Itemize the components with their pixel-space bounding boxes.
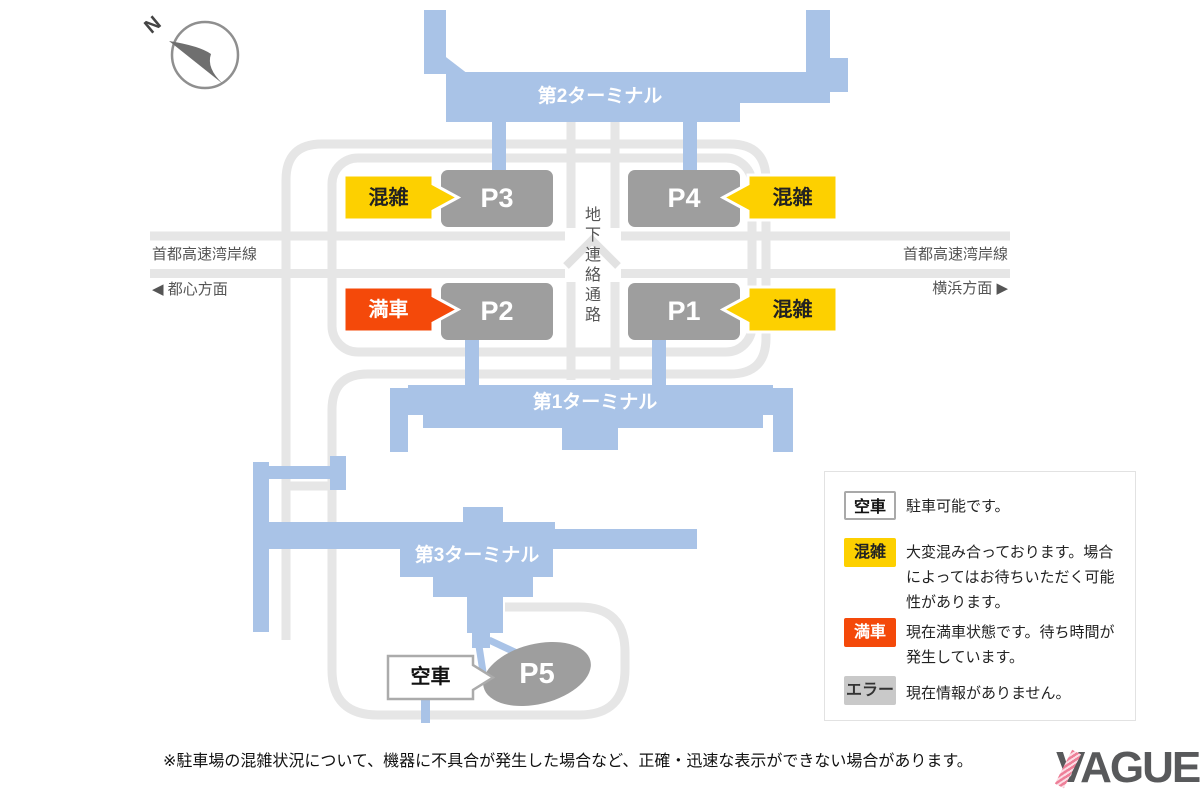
- status-tag-p5-label: 空車: [410, 666, 451, 688]
- parking-label-p1: P1: [667, 296, 701, 326]
- terminal1-label: 第1ターミナル: [532, 392, 658, 413]
- compass-needle: [169, 41, 223, 84]
- legend-desc-line: 大変混み合っております。場合: [906, 544, 1114, 561]
- connector-p2-t1: [465, 338, 479, 387]
- legend-desc-line: 現在情報がありません。: [906, 685, 1071, 702]
- road-network: [150, 122, 1010, 720]
- status-tag-p2-label: 満車: [368, 299, 409, 321]
- compass: [169, 20, 240, 90]
- legend-desc-line: 性があります。: [906, 594, 1010, 611]
- status-tag-p4-shape: [719, 173, 839, 222]
- expressway-name-right: 首都高速湾岸線: [902, 246, 1008, 263]
- parking-label-p5: P5: [519, 658, 555, 690]
- status-tag-p5-shape: [386, 654, 496, 701]
- legend-desc-crowded: 大変混み合っております。場合 によってはお待ちいただく可能 性があります。: [906, 540, 1121, 615]
- terminal2-label: 第2ターミナル: [537, 86, 663, 107]
- status-tag-p2-shape: [342, 285, 462, 334]
- parking-box-p4: [628, 170, 740, 227]
- terminal-connectors: [465, 120, 697, 387]
- road-inner-loop: [327, 153, 757, 357]
- expressway-name-left: 首都高速湾岸線: [152, 246, 258, 263]
- status-tag-p3-shape: [342, 173, 462, 222]
- connector-t2-p3: [492, 120, 506, 172]
- legend-desc-line: 発生しています。: [906, 649, 1025, 666]
- status-tag-p4-label: 混雑: [772, 187, 813, 209]
- parking-label-p3: P3: [480, 183, 514, 213]
- connector-t2-p4: [683, 120, 697, 172]
- terminal2-building: [424, 10, 848, 122]
- status-tag-p1-label: 混雑: [772, 299, 813, 321]
- legend-chip-error: エラー: [844, 676, 896, 705]
- legend-chip-available: 空車: [844, 491, 896, 520]
- road-outer-loop: [281, 139, 771, 640]
- legend-desc-line: 駐車可能です。: [906, 498, 1010, 515]
- legend-desc-line: によってはお待ちいただく可能: [906, 569, 1115, 586]
- terminal1-building: [390, 385, 793, 452]
- parking-box-p5: [483, 641, 591, 707]
- underground-corridor-label: 地下連絡通路: [582, 206, 599, 326]
- parking-box-p3: [441, 170, 553, 227]
- terminal3-building: [253, 507, 697, 673]
- status-tag-p3-label: 混雑: [368, 187, 409, 209]
- parking-label-p4: P4: [667, 183, 701, 213]
- legend-chip-crowded: 混雑: [844, 538, 896, 567]
- legend-desc-error: 現在情報がありません。: [906, 681, 1121, 706]
- terminal3-label: 第3ターミナル: [414, 545, 540, 566]
- legend-desc-available: 駐車可能です。: [906, 494, 1121, 519]
- disclaimer-footnote: ※駐車場の混雑状況について、機器に不具合が発生した場合など、正確・迅速な表示がで…: [163, 753, 973, 770]
- corridor-chevron: [563, 234, 621, 269]
- parking-box-p2: [441, 283, 553, 340]
- parking-box-p1: [628, 283, 740, 340]
- parking-label-p2: P2: [480, 296, 514, 326]
- p5-access-stub: [421, 699, 430, 723]
- legend-chip-full: 満車: [844, 618, 896, 647]
- parking-boxes: [441, 170, 740, 707]
- legend-panel: 空車 駐車可能です。 混雑 大変混み合っております。場合 によってはお待ちいただ…: [824, 471, 1136, 721]
- road-p5-loop: [327, 580, 630, 720]
- direction-yokohama: 横浜方面 ▶: [932, 280, 1008, 297]
- legend-desc-full: 現在満車状態です。待ち時間が 発生しています。: [906, 620, 1121, 670]
- connector-p1-t1: [652, 338, 666, 387]
- terminal3-pier: [253, 456, 346, 632]
- direction-city-center: ◀ 都心方面: [152, 281, 228, 298]
- status-tag-p1-shape: [719, 285, 839, 334]
- legend-desc-line: 現在満車状態です。待ち時間が: [906, 624, 1115, 641]
- status-tags: [342, 173, 839, 701]
